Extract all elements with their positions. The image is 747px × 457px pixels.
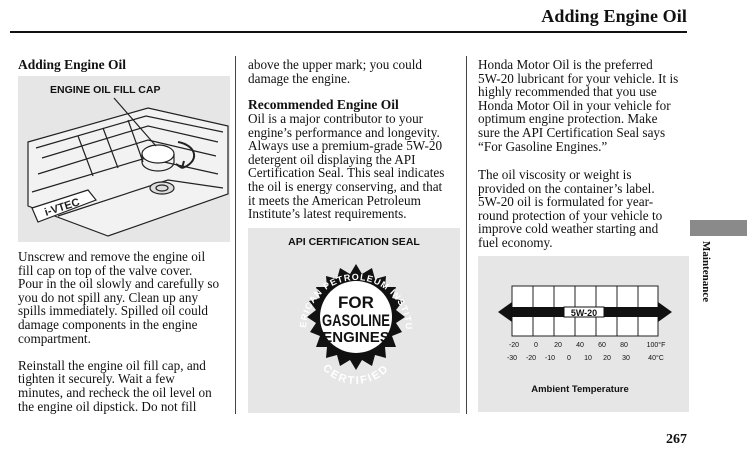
body-line: highly recommended that you use xyxy=(478,84,657,100)
c-tick: -20 xyxy=(526,355,536,362)
body-line: engine’s performance and longevity. xyxy=(248,124,440,140)
body-line: Always use a premium-grade 5W-20 xyxy=(248,138,443,154)
body-line: fill cap on top of the valve cover. xyxy=(18,262,193,278)
body-line: Reinstall the engine oil fill cap, and xyxy=(18,357,206,373)
body-line: the oil is energy conserving, and that xyxy=(248,178,443,194)
body-line: damage components in the engine xyxy=(18,316,198,332)
page-number: 267 xyxy=(666,432,687,447)
col2-intro-text: above the upper mark; you could damage t… xyxy=(248,58,463,85)
col3-body-text-a: Honda Motor Oil is the preferred 5W-20 l… xyxy=(478,58,690,153)
engine-valve-cover-drawing: i-VTEC xyxy=(27,97,229,237)
body-line: optimum engine protection. Make xyxy=(478,111,658,127)
celsius-ticks: -30 -20 -10 0 10 20 30 40°C xyxy=(507,354,664,362)
f-tick: 100°F xyxy=(647,341,666,349)
c-tick: 10 xyxy=(584,355,592,362)
chart-caption: Ambient Temperature xyxy=(531,384,628,395)
f-tick: -20 xyxy=(509,342,519,349)
body-line: Unscrew and remove the engine oil xyxy=(18,249,206,264)
body-line: spills immediately. Spilled oil could xyxy=(18,303,208,319)
body-line: Certification Seal. This seal indicates xyxy=(248,165,445,181)
column-divider-1 xyxy=(235,56,236,414)
c-tick: -30 xyxy=(507,355,517,362)
body-line: Oil is a major contributor to your xyxy=(248,111,424,126)
c-tick: 20 xyxy=(603,355,611,362)
fahrenheit-ticks: -20 0 20 40 60 80 100°F xyxy=(509,341,665,349)
seal-line-for: FOR xyxy=(338,293,374,312)
body-line: it meets the American Petroleum xyxy=(248,192,421,208)
c-tick: 30 xyxy=(622,355,630,362)
body-line: damage the engine. xyxy=(248,70,351,86)
body-line: minutes, and recheck the oil level on xyxy=(18,384,212,400)
body-spacer xyxy=(18,345,232,359)
f-tick: 80 xyxy=(620,342,628,349)
f-tick: 0 xyxy=(534,342,538,349)
col1-body-text: Unscrew and remove the engine oil fill c… xyxy=(18,250,232,413)
body-line: Institute’s latest requirements. xyxy=(248,206,407,222)
body-line: compartment. xyxy=(18,330,91,346)
f-tick: 60 xyxy=(598,342,606,349)
body-line: above the upper mark; you could xyxy=(248,57,422,72)
body-line: provided on the container’s label. xyxy=(478,180,655,196)
body-line: “For Gasoline Engines.” xyxy=(478,138,608,154)
body-line: improve cold weather starting and xyxy=(478,221,659,237)
f-tick: 20 xyxy=(554,342,562,349)
viscosity-chart-figure: 5W-20 -20 0 20 40 60 80 100°F -30 -20 -1… xyxy=(478,256,689,412)
c-tick: 40°C xyxy=(648,354,664,362)
body-line: the engine oil dipstick. Do not fill xyxy=(18,398,197,414)
body-line: Honda Motor Oil is the preferred xyxy=(478,57,653,72)
section-tab xyxy=(690,220,747,236)
seal-line-gasoline: GASOLINE xyxy=(322,311,390,330)
figure-label-fill-cap: ENGINE OIL FILL CAP xyxy=(50,84,161,96)
header-rule xyxy=(10,31,687,33)
body-line: 5W-20 oil is formulated for year- xyxy=(478,194,654,210)
seal-line-engines: ENGINES xyxy=(322,329,390,346)
section-heading-recommended-oil: Recommended Engine Oil xyxy=(248,97,399,112)
section-side-label: Maintenance xyxy=(700,241,712,303)
body-line: The oil viscosity or weight is xyxy=(478,167,632,182)
body-line: you do not spill any. Clean up any xyxy=(18,289,199,305)
body-line: round protection of your vehicle to xyxy=(478,207,663,223)
body-line: tighten it securely. Wait a few xyxy=(18,371,175,387)
body-line: Honda Motor Oil in your vehicle for xyxy=(478,97,671,113)
column-divider-2 xyxy=(466,56,467,414)
page-title: Adding Engine Oil xyxy=(541,6,687,26)
f-tick: 40 xyxy=(576,342,584,349)
engine-diagram-figure: ENGINE OIL FILL CAP i-VTEC xyxy=(18,76,230,242)
body-line: fuel economy. xyxy=(478,234,553,250)
body-line: Pour in the oil slowly and carefully so xyxy=(18,276,220,292)
figure-label-api-seal: API CERTIFICATION SEAL xyxy=(288,236,420,248)
bar-label-5w20: 5W-20 xyxy=(571,308,597,318)
c-tick: -10 xyxy=(545,355,555,362)
api-seal-drawing: AMERICAN PETROLEUM INSTITUTE CERTIFIED F… xyxy=(248,228,413,387)
c-tick: 0 xyxy=(567,355,571,362)
api-seal-figure: API CERTIFICATION SEAL AMERICAN PETROLEU… xyxy=(248,228,460,413)
body-line: 5W-20 lubricant for your vehicle. It is xyxy=(478,70,679,86)
body-line: sure the API Certification Seal says xyxy=(478,124,666,140)
viscosity-chart: 5W-20 -20 0 20 40 60 80 100°F -30 -20 -1… xyxy=(498,285,672,395)
section-heading-adding-oil: Adding Engine Oil xyxy=(18,57,127,72)
col2-body-text: Oil is a major contributor to your engin… xyxy=(248,112,463,221)
body-line: detergent oil displaying the API xyxy=(248,151,416,167)
col3-body-text-b: The oil viscosity or weight is provided … xyxy=(478,168,690,250)
